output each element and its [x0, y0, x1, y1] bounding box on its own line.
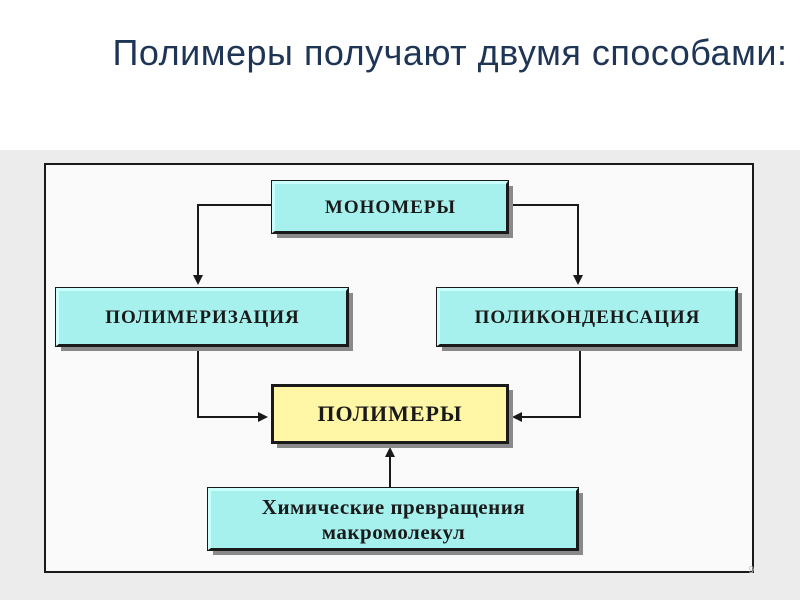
page-number: 9 [748, 565, 754, 576]
node-monomers: МОНОМЕРЫ [271, 180, 509, 234]
node-monomers-label: МОНОМЕРЫ [324, 196, 457, 218]
arrow-polycondensation-to-polymers [512, 346, 581, 422]
node-polymers: ПОЛИМЕРЫ [271, 384, 509, 444]
node-chemical-label-line1: Химические превращения [261, 494, 526, 519]
node-chemical-label-line2: макромолекул [321, 519, 466, 544]
arrow-polymerization-to-polymers [197, 346, 268, 422]
arrow-monomers-to-polycondensation [508, 204, 583, 285]
node-polycondensation-label: ПОЛИКОНДЕНСАЦИЯ [474, 306, 701, 328]
slide-title: Полимеры получают двумя способами: [112, 32, 788, 73]
node-polymerization: ПОЛИМЕРИЗАЦИЯ [55, 287, 349, 347]
arrow-monomers-to-polymerization [193, 204, 272, 285]
node-polycondensation: ПОЛИКОНДЕНСАЦИЯ [436, 287, 738, 347]
node-polymerization-label: ПОЛИМЕРИЗАЦИЯ [105, 306, 300, 328]
node-chemical-transformations: Химические превращения макромолекул [207, 487, 579, 551]
node-polymers-label: ПОЛИМЕРЫ [317, 401, 463, 426]
